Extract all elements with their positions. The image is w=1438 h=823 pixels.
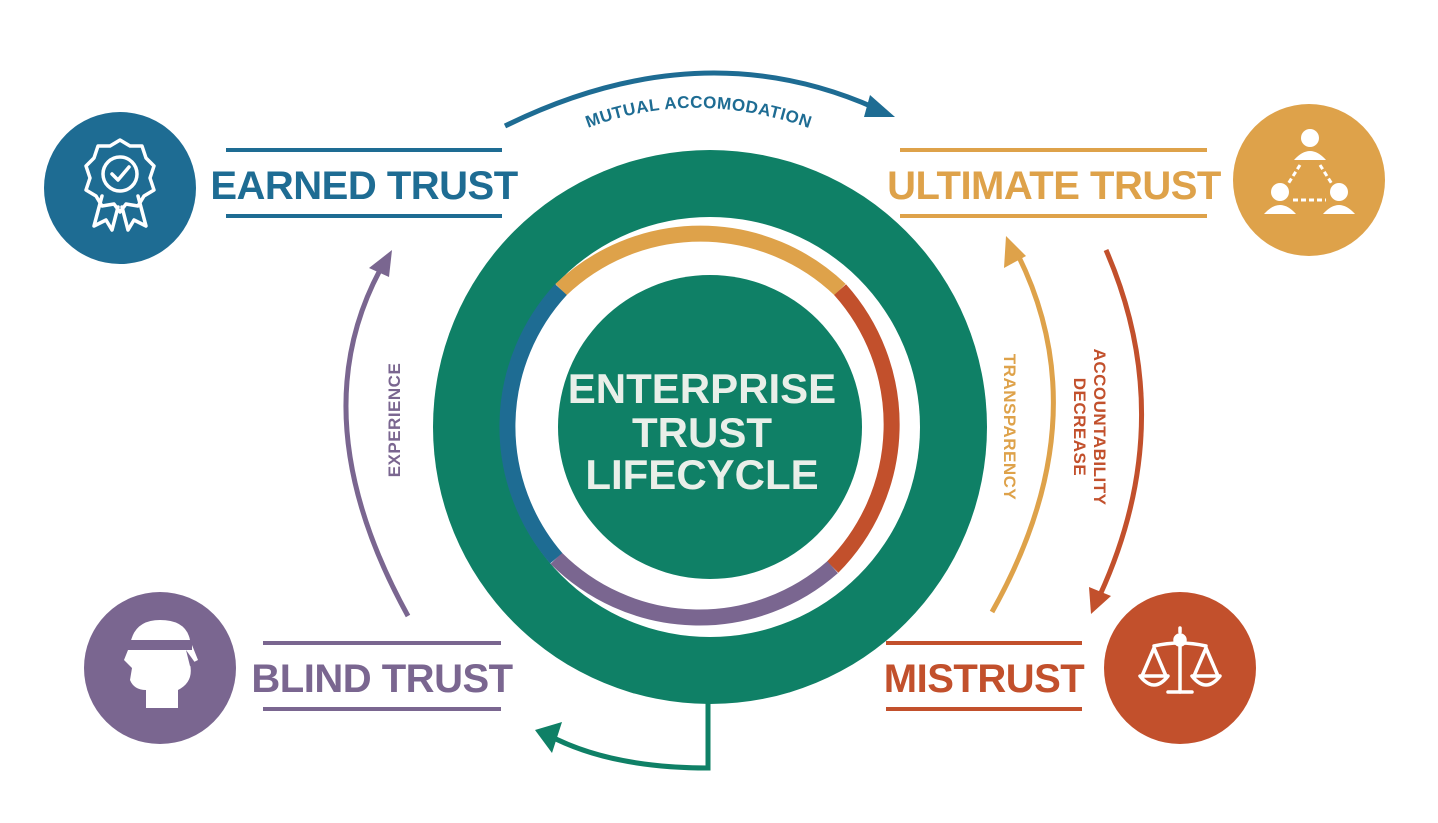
stage-ultimate-trust: ULTIMATE TRUST (887, 104, 1385, 256)
ring-arc-orange (555, 225, 846, 296)
transparency-arrow (989, 236, 1056, 614)
scales-icon (1138, 626, 1222, 694)
badge-check-icon (84, 138, 156, 232)
ring-arc-blue (499, 284, 567, 564)
people-network-icon (1264, 129, 1355, 214)
transparency-label: TRANSPARENCY (1000, 354, 1019, 501)
loop-arrow (535, 690, 711, 771)
stage-earned-trust: EARNED TRUST (44, 112, 518, 264)
experience-label: EXPERIENCE (385, 363, 404, 478)
stage-mistrust: MISTRUST (884, 592, 1256, 744)
mutual-accomodation-arrow (503, 70, 895, 129)
blind-trust-label: BLIND TRUST (251, 657, 512, 701)
stage-blind-trust: BLIND TRUST (84, 592, 513, 744)
blindfolded-head-icon (124, 620, 198, 708)
ring-arc-rust (826, 284, 900, 573)
center-title-line-1: ENTERPRISE (568, 365, 836, 412)
center-title-line-3: LIFECYCLE (585, 451, 818, 498)
accountability-label-line-1: ACCOUNTABILITY (1090, 349, 1109, 506)
experience-arrow (343, 250, 411, 618)
accountability-arrow (1089, 249, 1144, 614)
ring-arc-purple (550, 552, 838, 626)
ultimate-trust-label: ULTIMATE TRUST (887, 164, 1221, 208)
center-ring: ENTERPRISE TRUST LIFECYCLE (433, 150, 987, 704)
mutual-accomodation-label: MUTUAL ACCOMODATION (583, 93, 814, 132)
accountability-label-line-2: DECREASE (1070, 378, 1089, 476)
earned-trust-label: EARNED TRUST (210, 164, 517, 208)
center-title-line-2: TRUST (632, 409, 772, 456)
mistrust-label: MISTRUST (884, 657, 1085, 701)
